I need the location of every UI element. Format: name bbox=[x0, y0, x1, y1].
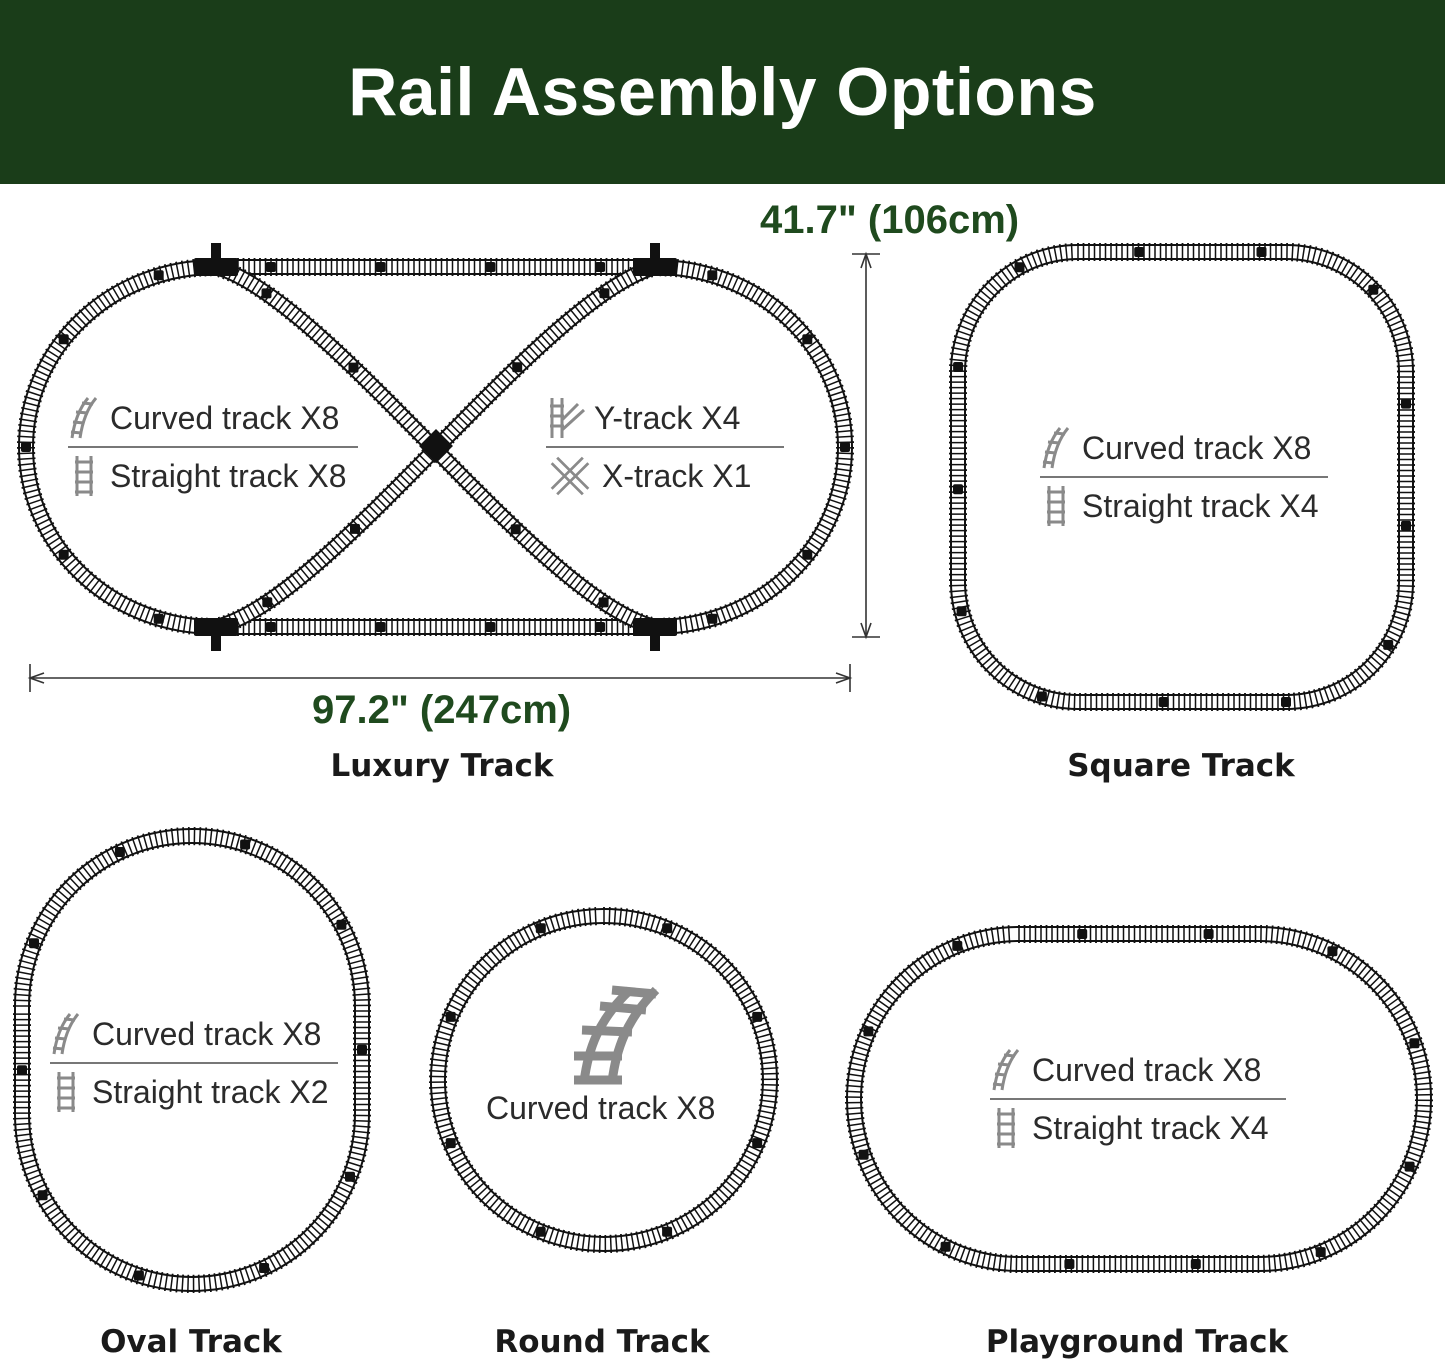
x-track-crossing bbox=[419, 429, 453, 463]
curved-track-icon bbox=[1040, 426, 1074, 470]
legend-straight-count: Straight track X8 bbox=[110, 457, 347, 494]
caption-square-track: Square Track bbox=[1067, 748, 1295, 784]
legend-curved-count: Curved track X8 bbox=[1032, 1051, 1262, 1088]
round-large-curved-icon bbox=[574, 985, 660, 1085]
square-track-loop bbox=[948, 242, 1415, 712]
legend-curved-count: Curved track X8 bbox=[92, 1015, 322, 1052]
legend-straight-count: Straight track X4 bbox=[1032, 1109, 1269, 1146]
width-dimension-label: 97.2" (247cm) bbox=[312, 688, 572, 732]
straight-track-icon bbox=[1040, 484, 1074, 528]
legend-x-count: X-track X1 bbox=[602, 457, 752, 494]
y-track-junction bbox=[633, 258, 677, 276]
straight-track-icon bbox=[68, 454, 102, 498]
x-track-icon bbox=[546, 454, 594, 498]
curved-track-icon bbox=[990, 1048, 1024, 1092]
y-track-stub bbox=[211, 633, 221, 651]
height-dimension-label: 41.7" (106cm) bbox=[760, 198, 1020, 242]
y-track-junction bbox=[633, 618, 677, 636]
legend-curved-count: Curved track X8 bbox=[1082, 429, 1312, 466]
y-track-icon bbox=[546, 396, 586, 440]
y-track-junction bbox=[194, 618, 238, 636]
playground-track-loop bbox=[844, 924, 1434, 1274]
legend-curved-count: Curved track X8 bbox=[110, 399, 340, 436]
curved-track-icon bbox=[68, 396, 102, 440]
legend-straight-count: Straight track X4 bbox=[1082, 487, 1319, 524]
luxury-right-loop bbox=[654, 258, 855, 636]
playground-legend: Curved track X8 Straight track X4 bbox=[990, 1042, 1286, 1156]
caption-playground-track: Playground Track bbox=[985, 1324, 1289, 1360]
legend-y-count: Y-track X4 bbox=[594, 399, 741, 436]
y-track-junction bbox=[194, 258, 238, 276]
caption-oval-track: Oval Track bbox=[100, 1324, 282, 1360]
page-title: Rail Assembly Options bbox=[348, 54, 1097, 130]
oval-track-loop bbox=[13, 827, 372, 1293]
luxury-left-loop bbox=[16, 258, 217, 636]
luxury-legend-left: Curved track X8 Straight track X8 bbox=[68, 390, 358, 504]
luxury-top-straight bbox=[215, 258, 655, 276]
header-banner: Rail Assembly Options bbox=[0, 0, 1445, 184]
y-track-stub bbox=[650, 633, 660, 651]
luxury-legend-right: Y-track X4 X-track X1 bbox=[546, 390, 784, 504]
y-track-stub bbox=[650, 243, 660, 261]
legend-curved-count: Curved track X8 bbox=[486, 1089, 716, 1126]
oval-legend: Curved track X8 Straight track X2 bbox=[50, 1006, 338, 1120]
round-track-loop bbox=[428, 907, 779, 1254]
y-track-stub bbox=[211, 243, 221, 261]
caption-round-track: Round Track bbox=[494, 1324, 710, 1360]
straight-track-icon bbox=[50, 1070, 84, 1114]
round-legend: Curved track X8 bbox=[486, 1080, 746, 1136]
legend-straight-count: Straight track X2 bbox=[92, 1073, 329, 1110]
curved-track-icon bbox=[50, 1012, 84, 1056]
caption-luxury-track: Luxury Track bbox=[330, 748, 554, 784]
straight-track-icon bbox=[990, 1106, 1024, 1150]
luxury-bottom-straight bbox=[215, 618, 655, 636]
square-legend: Curved track X8 Straight track X4 bbox=[1040, 420, 1328, 534]
